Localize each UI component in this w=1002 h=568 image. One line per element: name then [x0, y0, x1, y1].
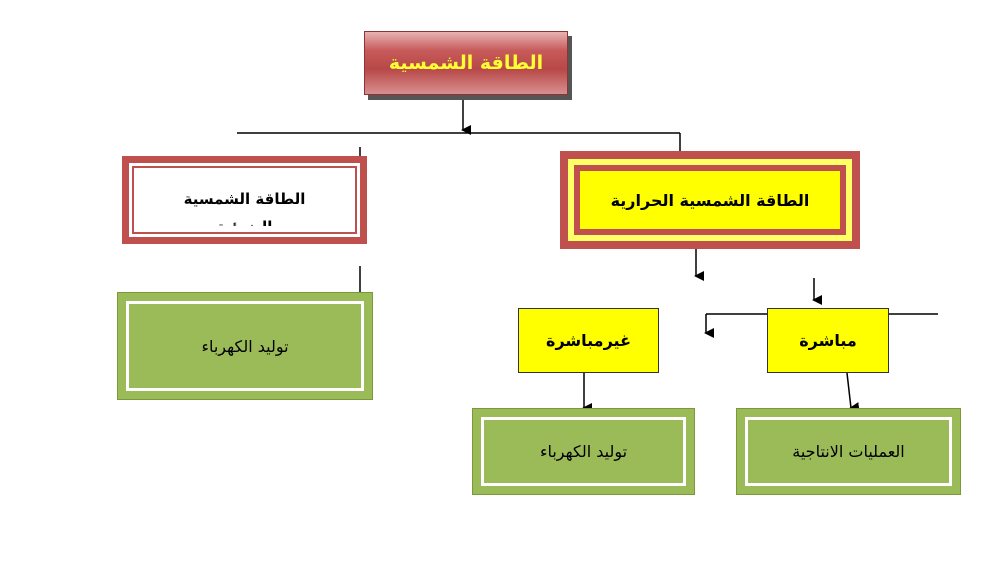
left-top-label: الطاقة الشمسية	[183, 190, 306, 208]
direct-node: مباشرة	[767, 308, 889, 373]
green-right-inner: العمليات الانتاجية	[745, 417, 952, 486]
green-right-label: العمليات الانتاجية	[792, 442, 905, 461]
green-mid-node: توليد الكهرباء	[472, 408, 695, 495]
connector-direct-down	[846, 372, 860, 413]
left-top-inner-frame: الطاقة الشمسية الضوئية	[132, 166, 357, 234]
indirect-node: غيرمباشرة	[518, 308, 659, 373]
thermal-label: الطاقة الشمسية الحرارية	[610, 190, 810, 210]
green-mid-inner: توليد الكهرباء	[481, 417, 686, 486]
green-mid-label: توليد الكهرباء	[539, 442, 628, 461]
direct-label: مباشرة	[799, 331, 857, 350]
root-label: الطاقة الشمسية	[388, 52, 544, 74]
thermal-node: الطاقة الشمسية الحرارية	[560, 151, 860, 249]
root-node: الطاقة الشمسية	[364, 31, 568, 95]
thermal-inner-frame: الطاقة الشمسية الحرارية	[574, 165, 846, 235]
left-top-label-cut-text: الضوئية	[217, 218, 273, 226]
left-top-node: الطاقة الشمسية الضوئية	[122, 156, 367, 244]
green-left-node: توليد الكهرباء	[117, 292, 373, 400]
green-right-node: العمليات الانتاجية	[736, 408, 961, 495]
indirect-label: غيرمباشرة	[546, 331, 631, 350]
green-left-label: توليد الكهرباء	[201, 336, 289, 356]
green-left-inner: توليد الكهرباء	[126, 301, 364, 391]
left-top-label-cut: الضوئية	[134, 212, 355, 226]
